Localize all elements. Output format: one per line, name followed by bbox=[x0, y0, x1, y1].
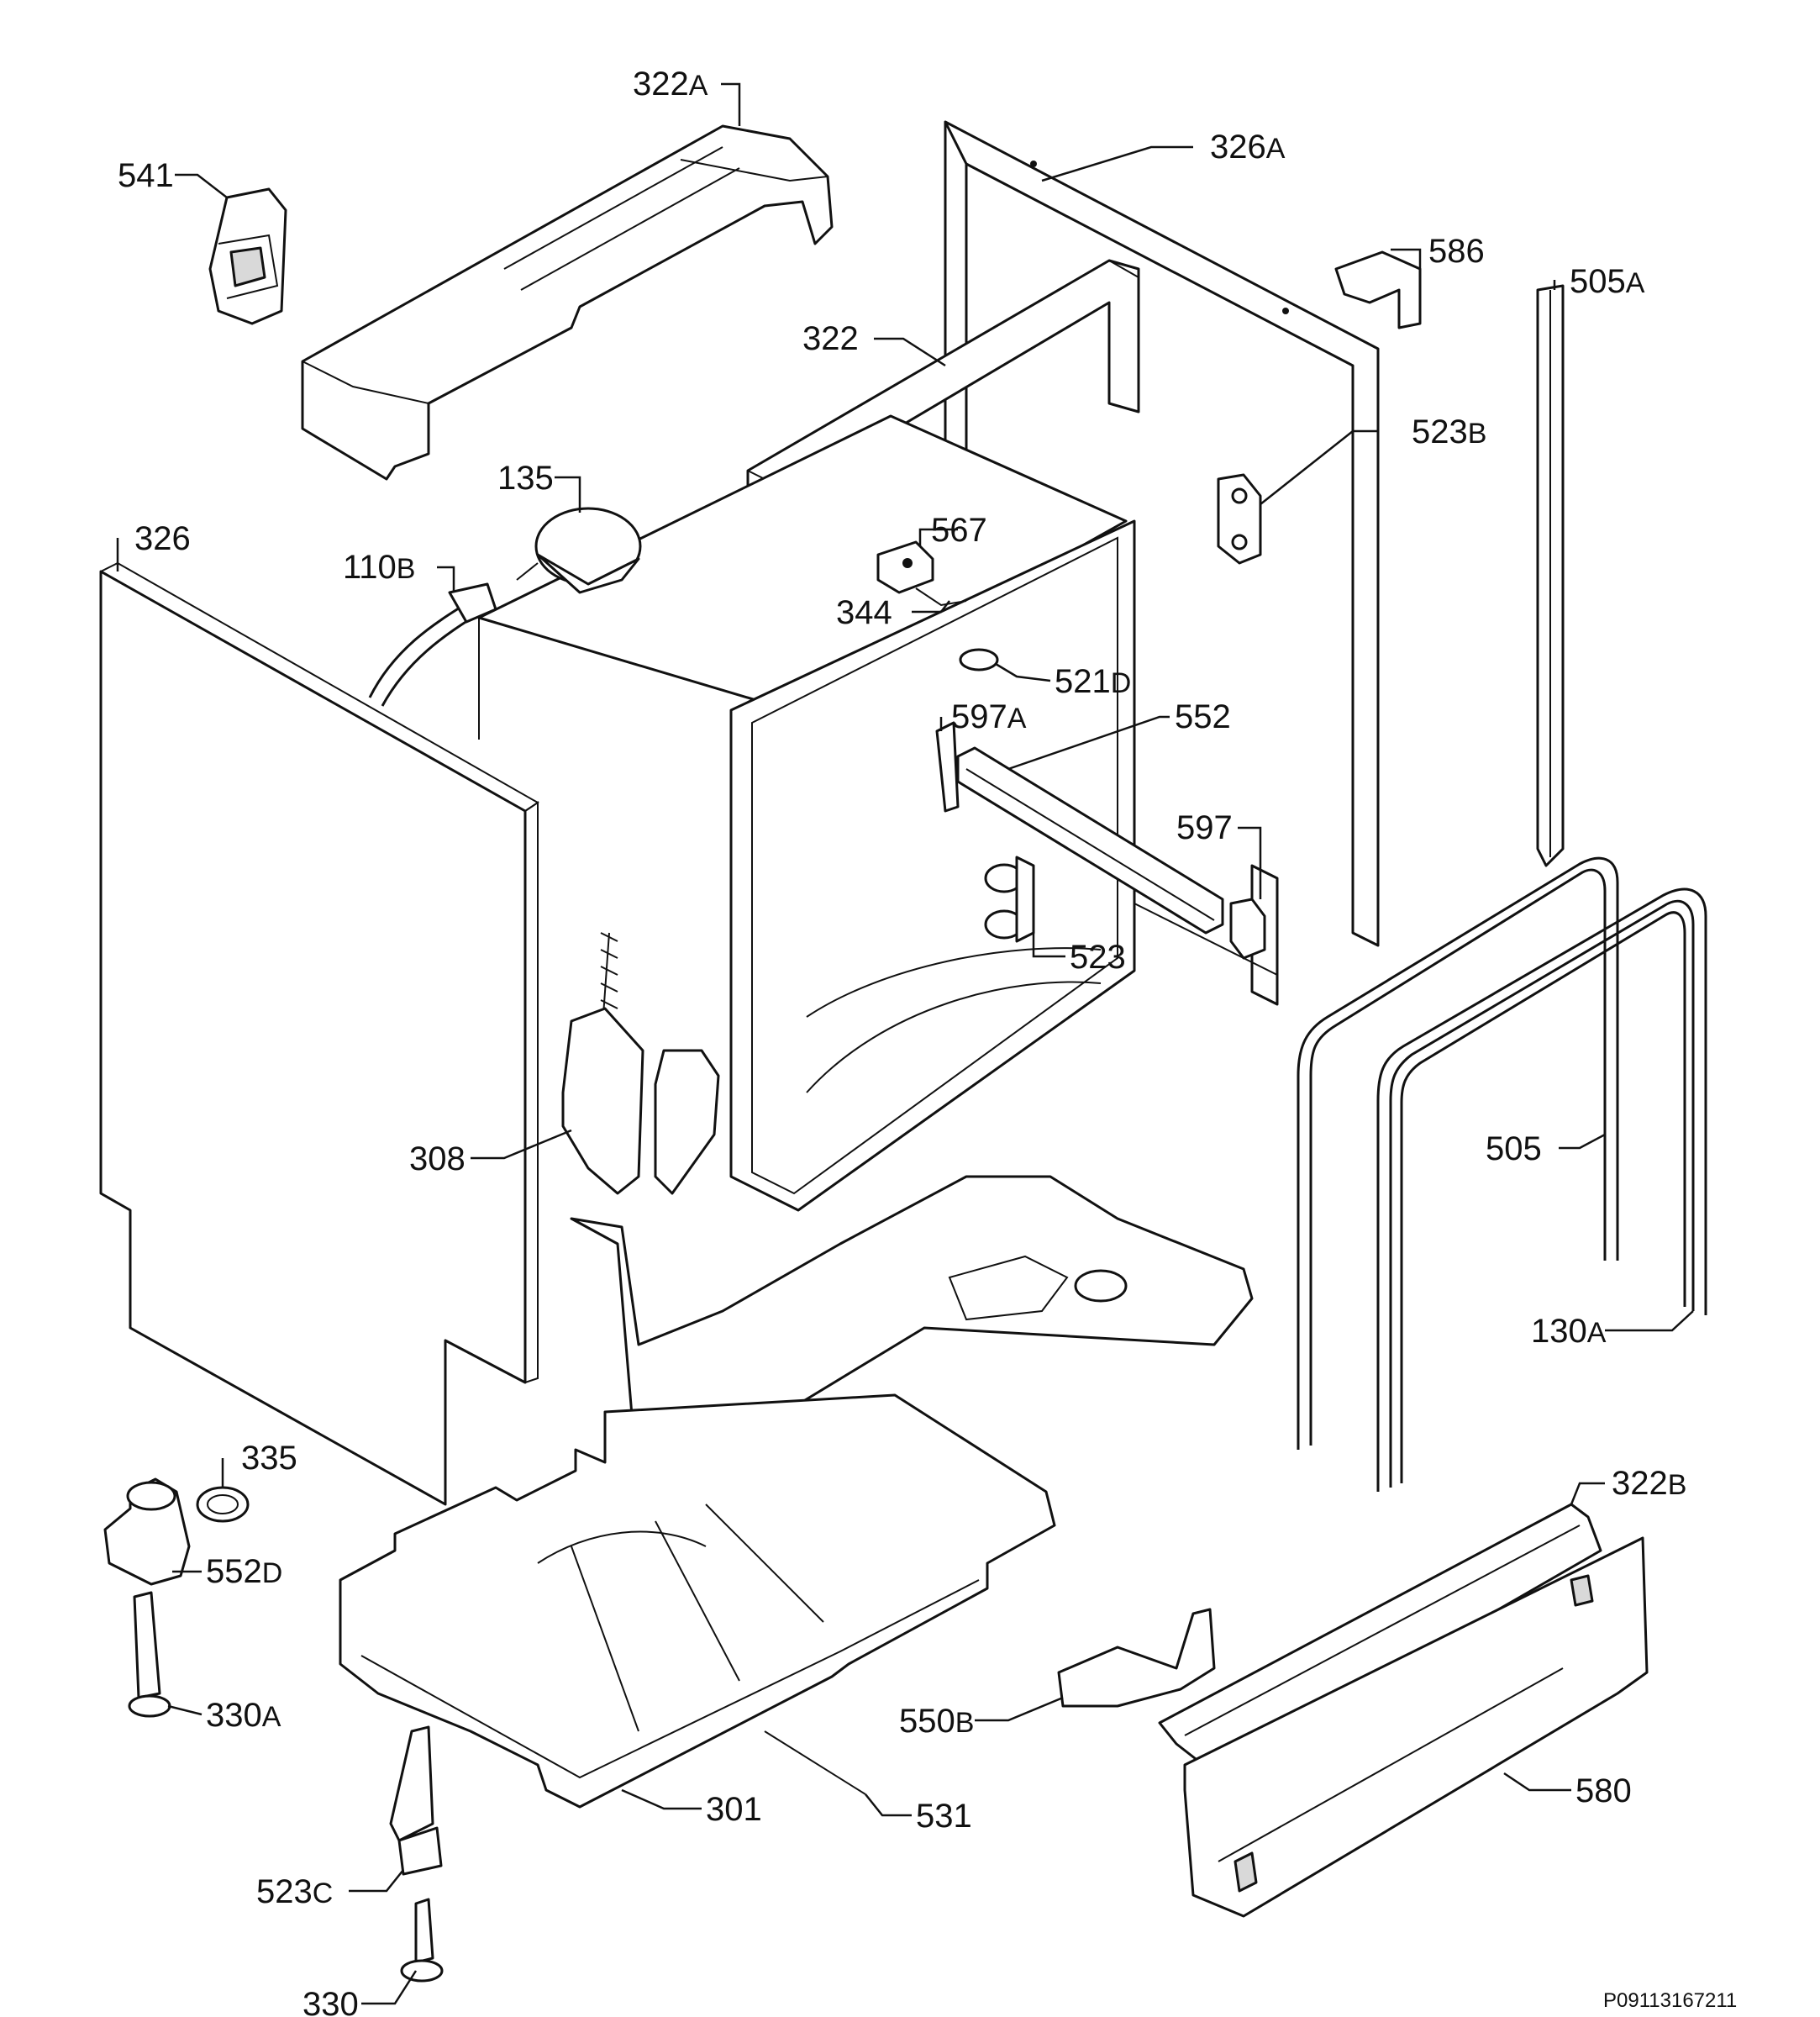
clip-541 bbox=[208, 187, 287, 325]
label-344: 344 bbox=[836, 594, 892, 631]
label-597: 597 bbox=[1176, 809, 1233, 846]
bracket-567 bbox=[876, 540, 967, 607]
screw-330a bbox=[128, 1591, 171, 1718]
label-541: 541 bbox=[118, 157, 174, 194]
label-301: 301 bbox=[706, 1791, 762, 1828]
gasket-130a bbox=[1376, 887, 1707, 1492]
part-523b bbox=[1217, 473, 1262, 565]
label-523b: 523B bbox=[1412, 413, 1486, 450]
motor-552d bbox=[103, 1477, 191, 1586]
label-308: 308 bbox=[409, 1140, 466, 1177]
strip-505a bbox=[1536, 284, 1565, 867]
gasket-505 bbox=[1297, 856, 1619, 1450]
side-panel-326 bbox=[99, 561, 539, 1506]
label-330a: 330A bbox=[206, 1697, 281, 1734]
label-586: 586 bbox=[1428, 233, 1485, 270]
softener-135 bbox=[516, 507, 642, 594]
label-597a: 597A bbox=[951, 698, 1027, 735]
label-505: 505 bbox=[1486, 1130, 1542, 1167]
hinge-308 bbox=[561, 932, 720, 1195]
label-322a: 322A bbox=[633, 66, 708, 103]
clip-597a bbox=[935, 721, 960, 813]
label-326a: 326A bbox=[1210, 129, 1286, 166]
label-130a: 130A bbox=[1531, 1313, 1607, 1350]
screw-330 bbox=[400, 1898, 444, 1983]
label-567: 567 bbox=[931, 512, 987, 549]
drawing-code: P09113167211 bbox=[1603, 1989, 1737, 2012]
leader-lines bbox=[116, 82, 1694, 2005]
part-550b bbox=[1057, 1608, 1216, 1708]
label-552d: 552D bbox=[206, 1553, 282, 1590]
rod-531 bbox=[764, 1730, 866, 1795]
kick-panel-580 bbox=[1183, 1536, 1649, 1918]
rail-552 bbox=[956, 746, 1224, 935]
label-505a: 505A bbox=[1570, 263, 1645, 300]
label-326: 326 bbox=[134, 520, 191, 557]
seal-521d bbox=[959, 648, 999, 671]
label-521d: 521D bbox=[1055, 663, 1131, 700]
label-523: 523 bbox=[1070, 939, 1126, 976]
bracket-586 bbox=[1334, 250, 1422, 329]
tub-body bbox=[477, 414, 1136, 1212]
label-330: 330 bbox=[302, 1986, 359, 2017]
label-335: 335 bbox=[241, 1440, 297, 1477]
part-523 bbox=[984, 856, 1035, 943]
label-322: 322 bbox=[802, 320, 859, 357]
part-labels: 322A 326A 541 586 505A 322 523B 135 567 … bbox=[118, 66, 1686, 2017]
label-135: 135 bbox=[497, 460, 554, 497]
label-523c: 523C bbox=[256, 1873, 333, 1910]
label-580: 580 bbox=[1575, 1772, 1632, 1809]
label-550b: 550B bbox=[899, 1703, 974, 1740]
part-597 bbox=[1229, 898, 1266, 960]
top-frame-322a bbox=[301, 124, 834, 481]
base-tray-301 bbox=[339, 1393, 1056, 1809]
label-531: 531 bbox=[916, 1798, 972, 1835]
label-110b: 110B bbox=[343, 549, 415, 586]
label-322b: 322B bbox=[1612, 1465, 1686, 1502]
gear-335 bbox=[196, 1486, 250, 1523]
hose-110b bbox=[368, 582, 497, 707]
part-523c bbox=[389, 1725, 443, 1876]
label-552: 552 bbox=[1175, 698, 1231, 735]
